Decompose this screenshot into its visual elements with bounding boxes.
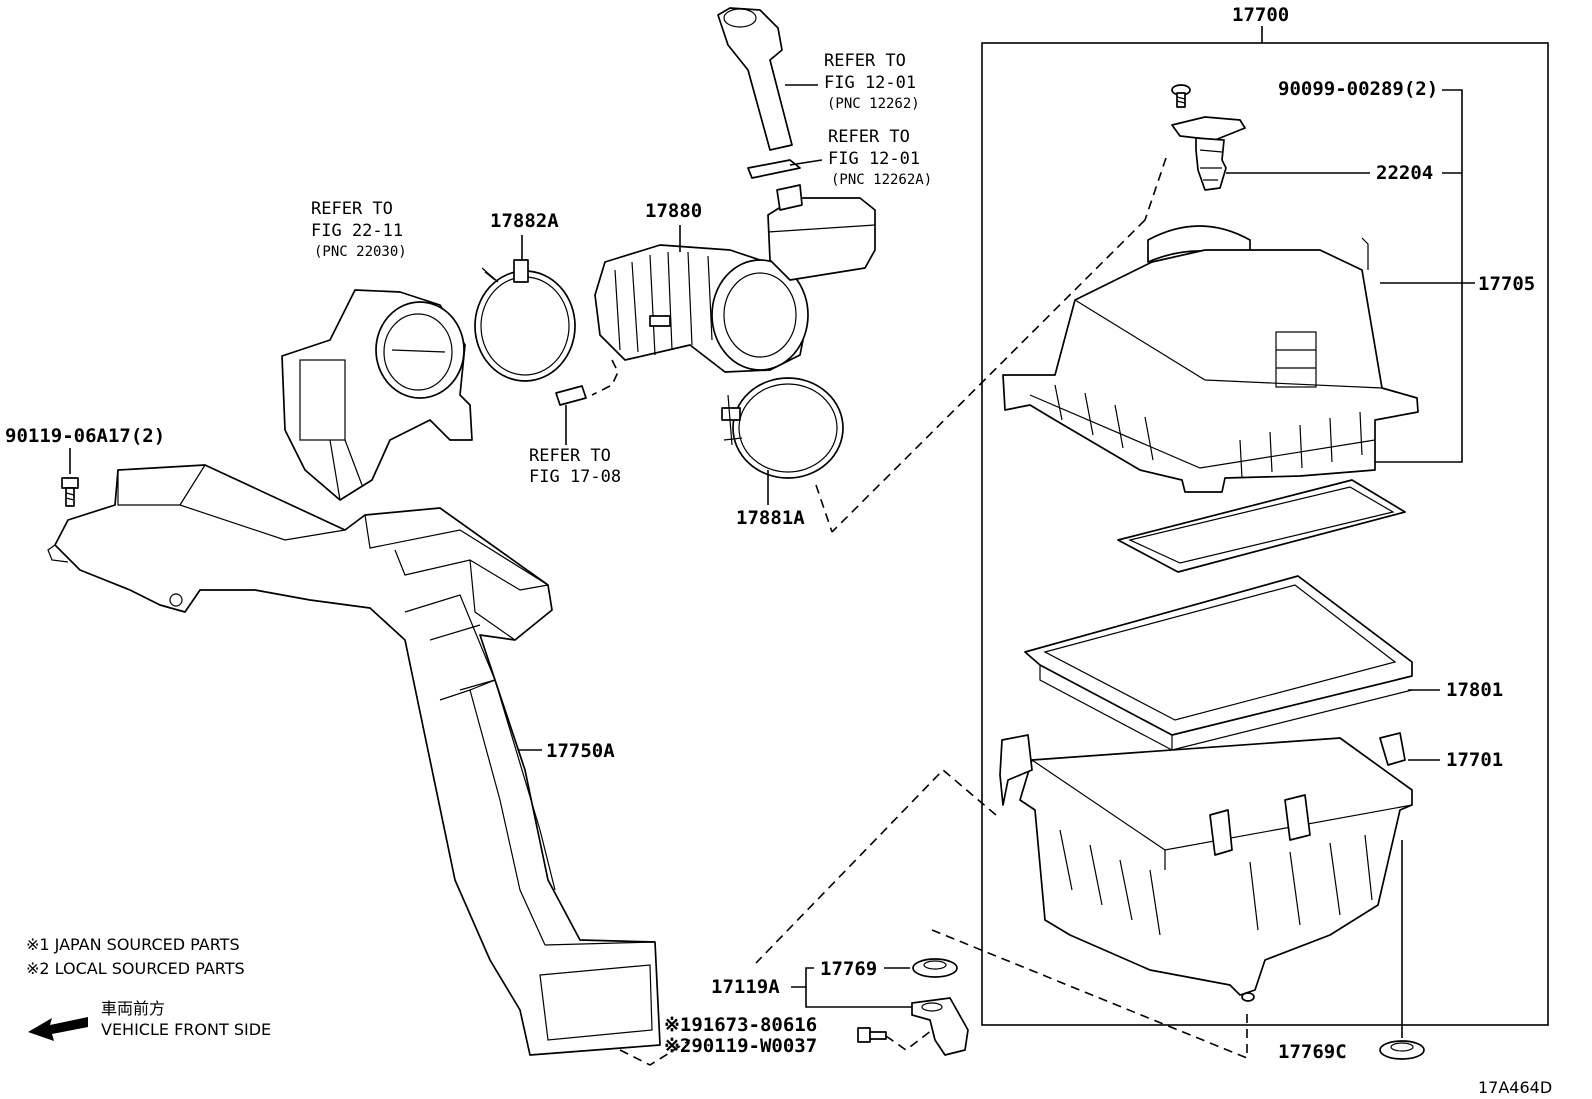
throttle-body <box>281 289 473 501</box>
bolt-small-part[interactable] <box>857 1027 887 1043</box>
label-clamp-b[interactable]: 17881A <box>736 507 805 529</box>
label-bolt[interactable]: 90119-06A17(2) <box>5 425 165 447</box>
vacuum-fitting <box>555 385 587 406</box>
label-clamp-a[interactable]: 17882A <box>490 210 559 232</box>
ref2-line2: FIG 12-01 <box>828 149 920 169</box>
mass-air-flow-sensor[interactable] <box>1171 116 1246 191</box>
note-local-sourced: ※2 LOCAL SOURCED PARTS <box>26 959 245 978</box>
label-hose[interactable]: 17880 <box>645 200 702 222</box>
air-cleaner-case[interactable] <box>999 732 1413 1002</box>
label-sensor[interactable]: 22204 <box>1376 162 1433 184</box>
intake-duct[interactable] <box>47 464 661 1056</box>
front-side-en: VEHICLE FRONT SIDE <box>101 1020 271 1039</box>
left-arrow-icon <box>28 1017 88 1041</box>
label-screw[interactable]: 90099-00289(2) <box>1278 78 1438 100</box>
bracket-part[interactable] <box>911 997 969 1056</box>
label-case[interactable]: 17701 <box>1446 749 1503 771</box>
ref3-line2: FIG 22-11 <box>311 221 403 241</box>
diagram-id: 17A464D <box>1478 1078 1552 1097</box>
bolt-part[interactable] <box>61 477 79 507</box>
assembly-box <box>981 42 1549 1026</box>
air-filter-element[interactable] <box>1024 575 1413 751</box>
hose-clamp-b[interactable] <box>721 377 844 479</box>
resonator-housing <box>767 184 876 281</box>
air-cleaner-cap[interactable] <box>1002 225 1419 493</box>
front-side-jp: 車両前方 <box>101 999 165 1018</box>
label-nut2[interactable]: ※290119-W0037 <box>664 1035 817 1057</box>
ref4-line2: FIG 17-08 <box>529 467 621 487</box>
screw-part[interactable] <box>1171 84 1191 108</box>
label-element[interactable]: 17801 <box>1446 679 1503 701</box>
air-hose[interactable] <box>594 244 809 373</box>
grommet-c[interactable] <box>1379 1040 1425 1060</box>
note-japan-sourced: ※1 JAPAN SOURCED PARTS <box>26 935 240 954</box>
hose-clamp-a[interactable] <box>474 259 576 382</box>
ref2-line3: (PNC 12262A) <box>831 172 932 188</box>
ref2-line1: REFER TO <box>828 127 910 147</box>
label-bracket[interactable]: 17119A <box>711 976 780 998</box>
label-assembly[interactable]: 17700 <box>1232 4 1289 26</box>
label-duct[interactable]: 17750A <box>546 740 615 762</box>
grommet-part[interactable] <box>912 958 958 978</box>
ref3-line1: REFER TO <box>311 199 393 219</box>
ref1-line2: FIG 12-01 <box>824 73 916 93</box>
label-nut1[interactable]: ※191673-80616 <box>664 1014 817 1036</box>
label-grommet[interactable]: 17769 <box>820 958 877 980</box>
label-grommet-c[interactable]: 17769C <box>1278 1041 1347 1063</box>
ref1-line3: (PNC 12262) <box>827 96 920 112</box>
ref1-line1: REFER TO <box>824 51 906 71</box>
ref4-line1: REFER TO <box>529 446 611 466</box>
breather-pipe <box>717 7 801 179</box>
label-cap[interactable]: 17705 <box>1478 273 1535 295</box>
seal-gasket <box>1117 479 1406 573</box>
ref3-line3: (PNC 22030) <box>314 244 407 260</box>
